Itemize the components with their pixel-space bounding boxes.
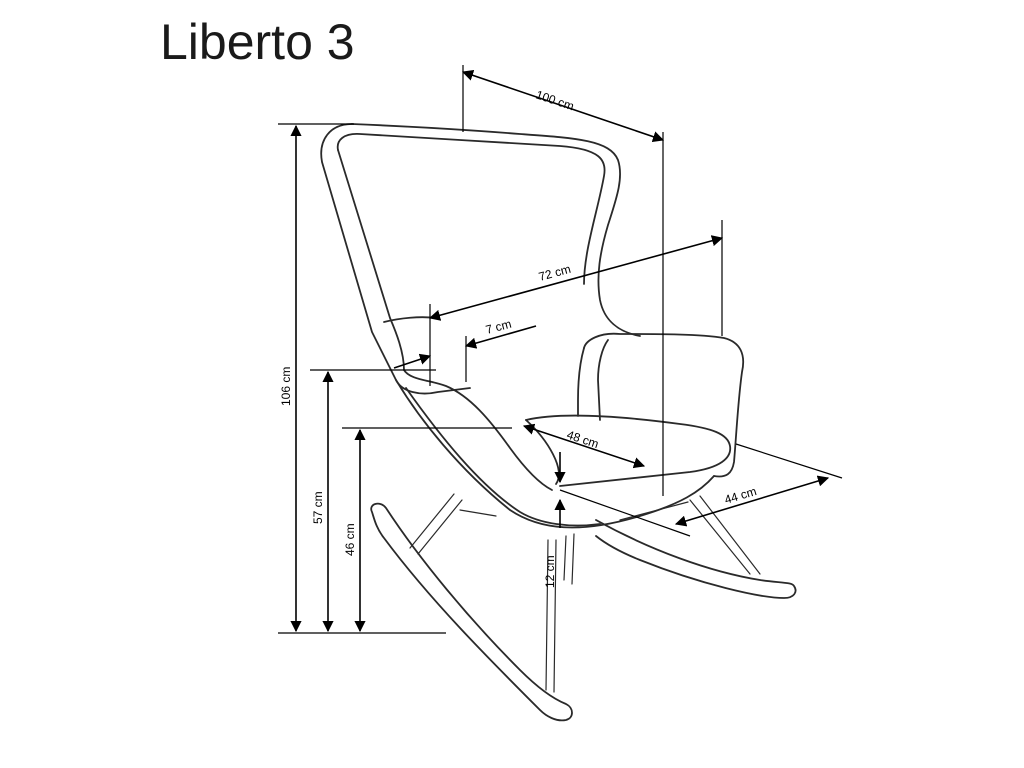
dimension-width: 100 cm	[461, 65, 665, 496]
dimension-leg-clearance: 12 cm	[543, 452, 566, 588]
front-leg-right	[563, 535, 567, 581]
label-leg-clearance: 12 cm	[543, 555, 557, 588]
dimension-seat-height: 46 cm	[342, 427, 512, 633]
label-total-height: 106 cm	[279, 367, 293, 406]
left-armrest	[403, 369, 553, 491]
dimension-total-height: 106 cm	[278, 123, 446, 634]
label-seat-depth: 48 cm	[565, 428, 600, 452]
right-armrest	[583, 332, 745, 478]
label-depth: 44 cm	[723, 484, 758, 507]
back-leg-left	[409, 493, 455, 549]
dimension-depth: 44 cm	[559, 443, 843, 537]
dimension-seat-width: 72 cm	[428, 220, 724, 386]
page-title: Liberto 3	[160, 14, 355, 70]
chair-outline	[320, 123, 797, 722]
left-rocker	[370, 502, 573, 722]
backrest-inner	[336, 133, 606, 285]
label-armrest-width: 7 cm	[484, 317, 513, 337]
backrest-outer	[320, 123, 471, 395]
label-width: 100 cm	[534, 88, 576, 114]
front-leg-left	[545, 539, 549, 691]
right-rocker	[595, 519, 797, 599]
seat	[525, 414, 731, 487]
seat-shell	[395, 379, 715, 529]
label-armrest-height: 57 cm	[311, 491, 325, 524]
dimension-armrest-height: 57 cm	[310, 369, 436, 633]
dimension-armrest-width: 7 cm	[393, 317, 537, 382]
label-seat-height: 46 cm	[343, 523, 357, 556]
backrest-side	[337, 149, 405, 371]
dimension-seat-depth: 48 cm	[522, 423, 646, 469]
